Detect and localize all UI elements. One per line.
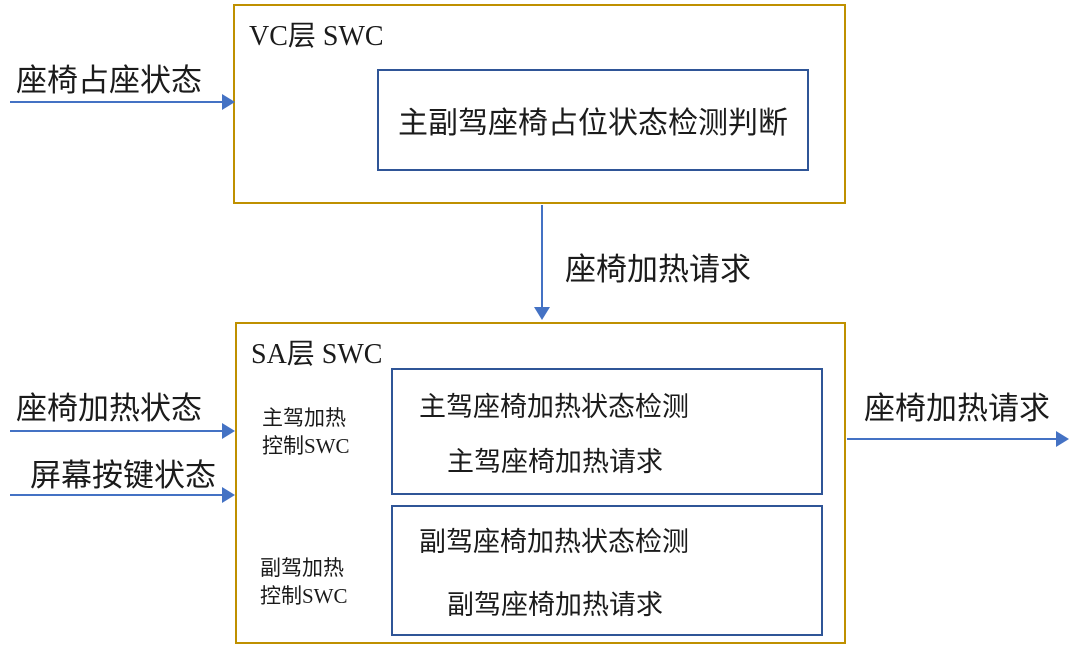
input-label-screen-button-status: 屏幕按键状态 — [30, 458, 216, 493]
arrow-down-icon — [534, 307, 550, 320]
passenger-heating-control-label: 副驾加热 控制SWC — [260, 554, 348, 610]
passenger-heating-request-label: 副驾座椅加热请求 — [447, 589, 663, 620]
arrow-right-icon — [222, 423, 235, 439]
arrow-line-screen-button-status — [10, 494, 224, 496]
arrow-line-heating-request-out — [847, 438, 1057, 440]
passenger-heating-component-box: 副驾座椅加热状态检测 副驾座椅加热请求 — [391, 505, 823, 636]
vc-layer-title: VC层 SWC — [249, 21, 384, 52]
passenger-heating-status-detect-label: 副驾座椅加热状态检测 — [419, 526, 689, 557]
driver-heating-control-label-line2: 控制SWC — [262, 434, 350, 458]
driver-heating-control-label-line1: 主驾加热 — [262, 406, 346, 430]
input-label-seat-occupancy: 座椅占座状态 — [16, 63, 202, 98]
sa-layer-title: SA层 SWC — [251, 339, 383, 370]
vc-inner-component-label: 主副驾座椅占位状态检测判断 — [398, 107, 788, 140]
driver-heating-request-label: 主驾座椅加热请求 — [447, 446, 663, 477]
arrow-right-icon — [1056, 431, 1069, 447]
passenger-heating-control-label-line2: 控制SWC — [260, 584, 348, 608]
mid-label-heating-request: 座椅加热请求 — [565, 252, 751, 287]
arrow-line-seat-heating-status — [10, 430, 224, 432]
arrow-line-heating-request-mid — [541, 205, 543, 308]
arrow-right-icon — [222, 487, 235, 503]
vc-inner-component-box: 主副驾座椅占位状态检测判断 — [377, 69, 809, 171]
driver-heating-component-box: 主驾座椅加热状态检测 主驾座椅加热请求 — [391, 368, 823, 495]
driver-heating-status-detect-label: 主驾座椅加热状态检测 — [419, 391, 689, 422]
passenger-heating-control-label-line1: 副驾加热 — [260, 556, 344, 580]
input-label-seat-heating-status: 座椅加热状态 — [16, 391, 202, 426]
arrow-line-seat-occupancy — [10, 101, 224, 103]
output-label-heating-request: 座椅加热请求 — [864, 391, 1050, 426]
driver-heating-control-label: 主驾加热 控制SWC — [262, 404, 350, 460]
arrow-right-icon — [222, 94, 235, 110]
